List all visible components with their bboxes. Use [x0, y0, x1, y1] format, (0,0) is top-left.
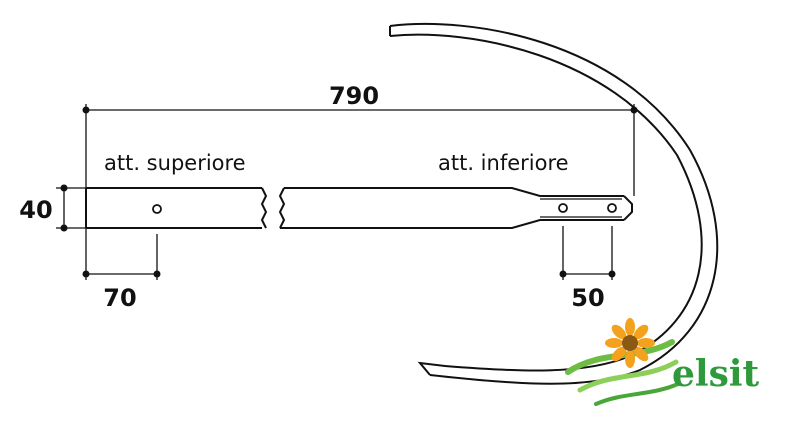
- upper-attachment-hole: [152, 204, 162, 214]
- dimension-70-label: 70: [103, 284, 136, 312]
- dimension-height: [56, 184, 86, 232]
- lower-attachment-label: att. inferiore: [438, 151, 569, 175]
- sunflower-icon: [605, 318, 655, 368]
- bar-right-bottom-edge: [280, 219, 624, 229]
- dimension-lower-hole-spacing: [559, 226, 616, 280]
- dimension-50-label: 50: [571, 284, 604, 312]
- dimension-upper-hole-offset: [82, 228, 161, 280]
- bar-right-tip: [623, 195, 633, 221]
- lower-attachment-hole-2: [607, 203, 617, 213]
- lower-attachment-hole-1: [558, 203, 568, 213]
- tine-inner-edge: [389, 33, 703, 372]
- dimension-overall-length: [82, 104, 638, 196]
- upper-attachment-label: att. superiore: [104, 151, 246, 175]
- bar-right-segment: [278, 187, 633, 229]
- tine-outer-edge: [389, 22, 719, 385]
- curved-tine: [389, 22, 719, 385]
- dimension-40-label: 40: [19, 196, 52, 224]
- elsit-logo: elsit: [565, 318, 760, 406]
- tine-bottom-tip: [417, 361, 446, 376]
- bar-left-segment: [85, 187, 268, 229]
- dimension-790-label: 790: [329, 82, 379, 110]
- logo-wordmark: elsit: [672, 353, 760, 395]
- break-mark-left: [260, 187, 268, 229]
- break-mark-right: [278, 187, 286, 229]
- bar-right-top-edge: [284, 187, 624, 197]
